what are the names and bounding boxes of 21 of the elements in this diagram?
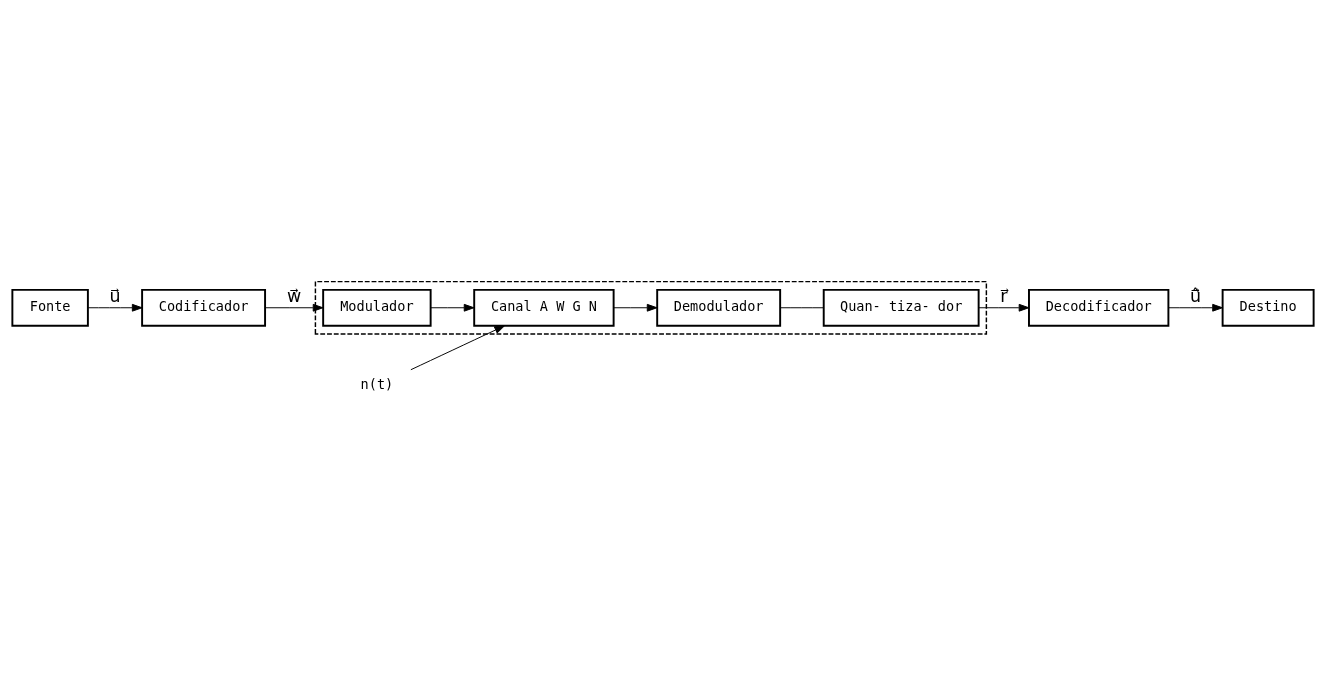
node-box: Destino [1221,288,1315,327]
edge-label: w⃗ [286,285,302,306]
node-text: n(t) [360,375,394,392]
arrow [87,303,143,312]
edge-label: u⃗̂ [1189,285,1202,306]
node-box: Codificador [141,288,267,327]
node-box: Quan- tiza- dor [822,288,980,327]
arrow [430,303,475,312]
node-box: Modulador [322,288,432,327]
node-box: Decodificador [1028,288,1170,327]
arrow [613,303,658,312]
arrow [264,303,324,312]
connector [779,306,825,308]
edge-label: r⃗ [1000,285,1008,306]
node-box: Canal A W G N [473,288,615,327]
edge-label: u⃗ [109,285,121,306]
arrow [1168,303,1223,312]
arrow [410,324,505,370]
arrow [978,303,1030,312]
node-box: Demodulador [656,288,782,327]
node-box: Fonte [11,288,89,327]
